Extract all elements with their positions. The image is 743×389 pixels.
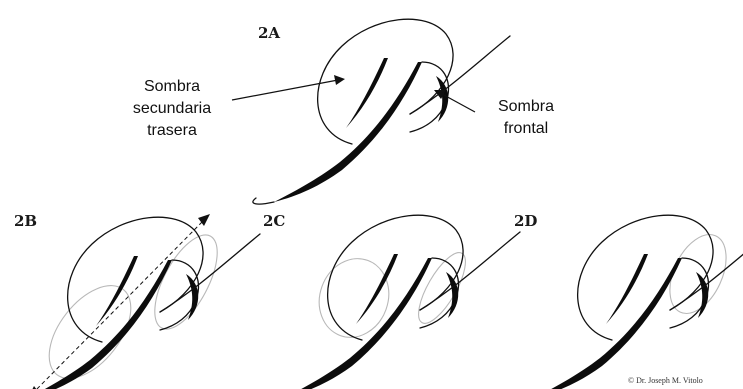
figure-2d-letter bbox=[513, 215, 743, 389]
arrow-secondary-shadow bbox=[232, 75, 345, 100]
callout-secondary-line2: secundaria bbox=[112, 98, 232, 120]
arrow-front-shadow bbox=[434, 90, 475, 112]
label-2b: 2B bbox=[14, 212, 37, 230]
callout-secondary-line3: trasera bbox=[112, 120, 232, 142]
figure-2a-letter bbox=[253, 19, 510, 204]
callout-secondary-back-shadow: Sombra secundaria trasera bbox=[112, 76, 232, 142]
callout-front-line2: frontal bbox=[476, 118, 576, 140]
label-2a: 2A bbox=[258, 24, 280, 42]
callout-front-line1: Sombra bbox=[476, 96, 576, 118]
callout-secondary-line1: Sombra bbox=[112, 76, 232, 98]
label-2c: 2C bbox=[263, 212, 285, 230]
copyright-credit: © Dr. Joseph M. Vitolo bbox=[628, 376, 703, 385]
label-2d: 2D bbox=[514, 212, 537, 230]
figure-2b-letter bbox=[3, 214, 260, 389]
figure-2c-letter bbox=[263, 215, 520, 389]
callout-front-shadow: Sombra frontal bbox=[476, 96, 576, 140]
